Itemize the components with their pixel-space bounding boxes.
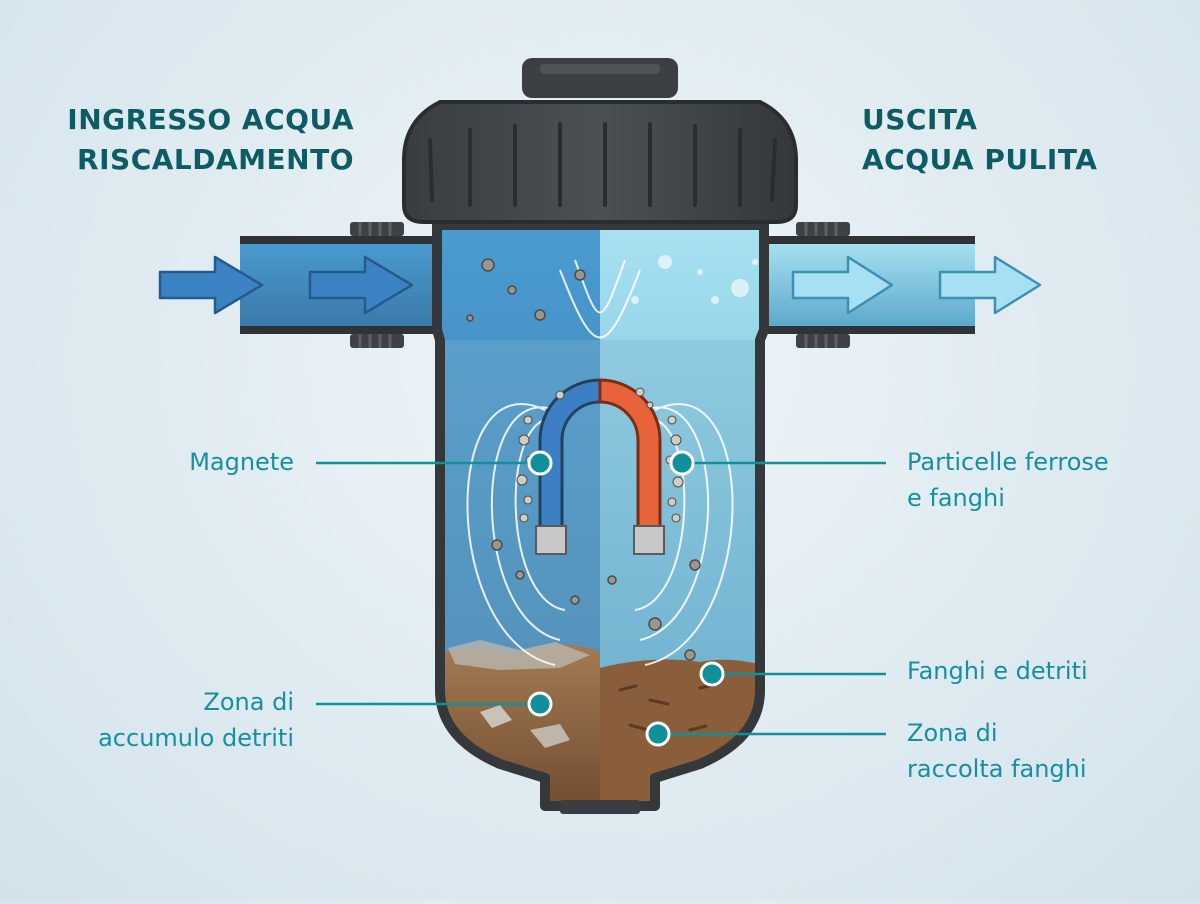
drain-plug (560, 800, 640, 814)
magnet (516, 378, 684, 555)
filter-cap (402, 58, 798, 224)
outlet-heading-line-2: ACQUA PULITA (862, 143, 1098, 176)
outlet-heading: USCITA ACQUA PULITA (862, 100, 1097, 180)
callout-magnet (316, 450, 553, 476)
sludge-zone-label-line-1: Zona di (907, 719, 998, 747)
filter-body-water (437, 225, 764, 806)
magnet-label-line-1: Magnete (189, 448, 294, 476)
debris-zone-label-line-2: accumulo detriti (98, 724, 294, 752)
inlet-heading-line-2: RISCALDAMENTO (77, 143, 354, 176)
ferrous-particles-label-line-1: Particelle ferrose (907, 448, 1109, 476)
debris-zone-label-line-1: Zona di (203, 688, 294, 716)
sludge-debris-label-line-1: Fanghi e detriti (907, 657, 1088, 685)
sludge-zone-label: Zona di raccolta fanghi (907, 715, 1087, 787)
callout-sludge-zone (645, 721, 886, 747)
callout-sludge-debris (699, 661, 886, 687)
ferrous-particles-label-line-2: e fanghi (907, 484, 1005, 512)
filter-housing (432, 220, 769, 811)
inlet-heading-line-1: INGRESSO ACQUA (67, 103, 354, 136)
inlet-heading: INGRESSO ACQUA RISCALDAMENTO (67, 100, 354, 180)
callout-particles (669, 450, 886, 476)
callout-debris-zone (316, 691, 553, 717)
inflow-arrows (158, 255, 414, 315)
sludge-debris-label: Fanghi e detriti (907, 653, 1088, 689)
outflow-arrows (791, 255, 1042, 315)
sludge-zone-label-line-2: raccolta fanghi (907, 755, 1087, 783)
outlet-heading-line-1: USCITA (862, 103, 978, 136)
magnet-label: Magnete (189, 444, 294, 480)
ferrous-particles-label: Particelle ferrose e fanghi (907, 444, 1109, 516)
debris-zone-label: Zona di accumulo detriti (98, 684, 294, 756)
